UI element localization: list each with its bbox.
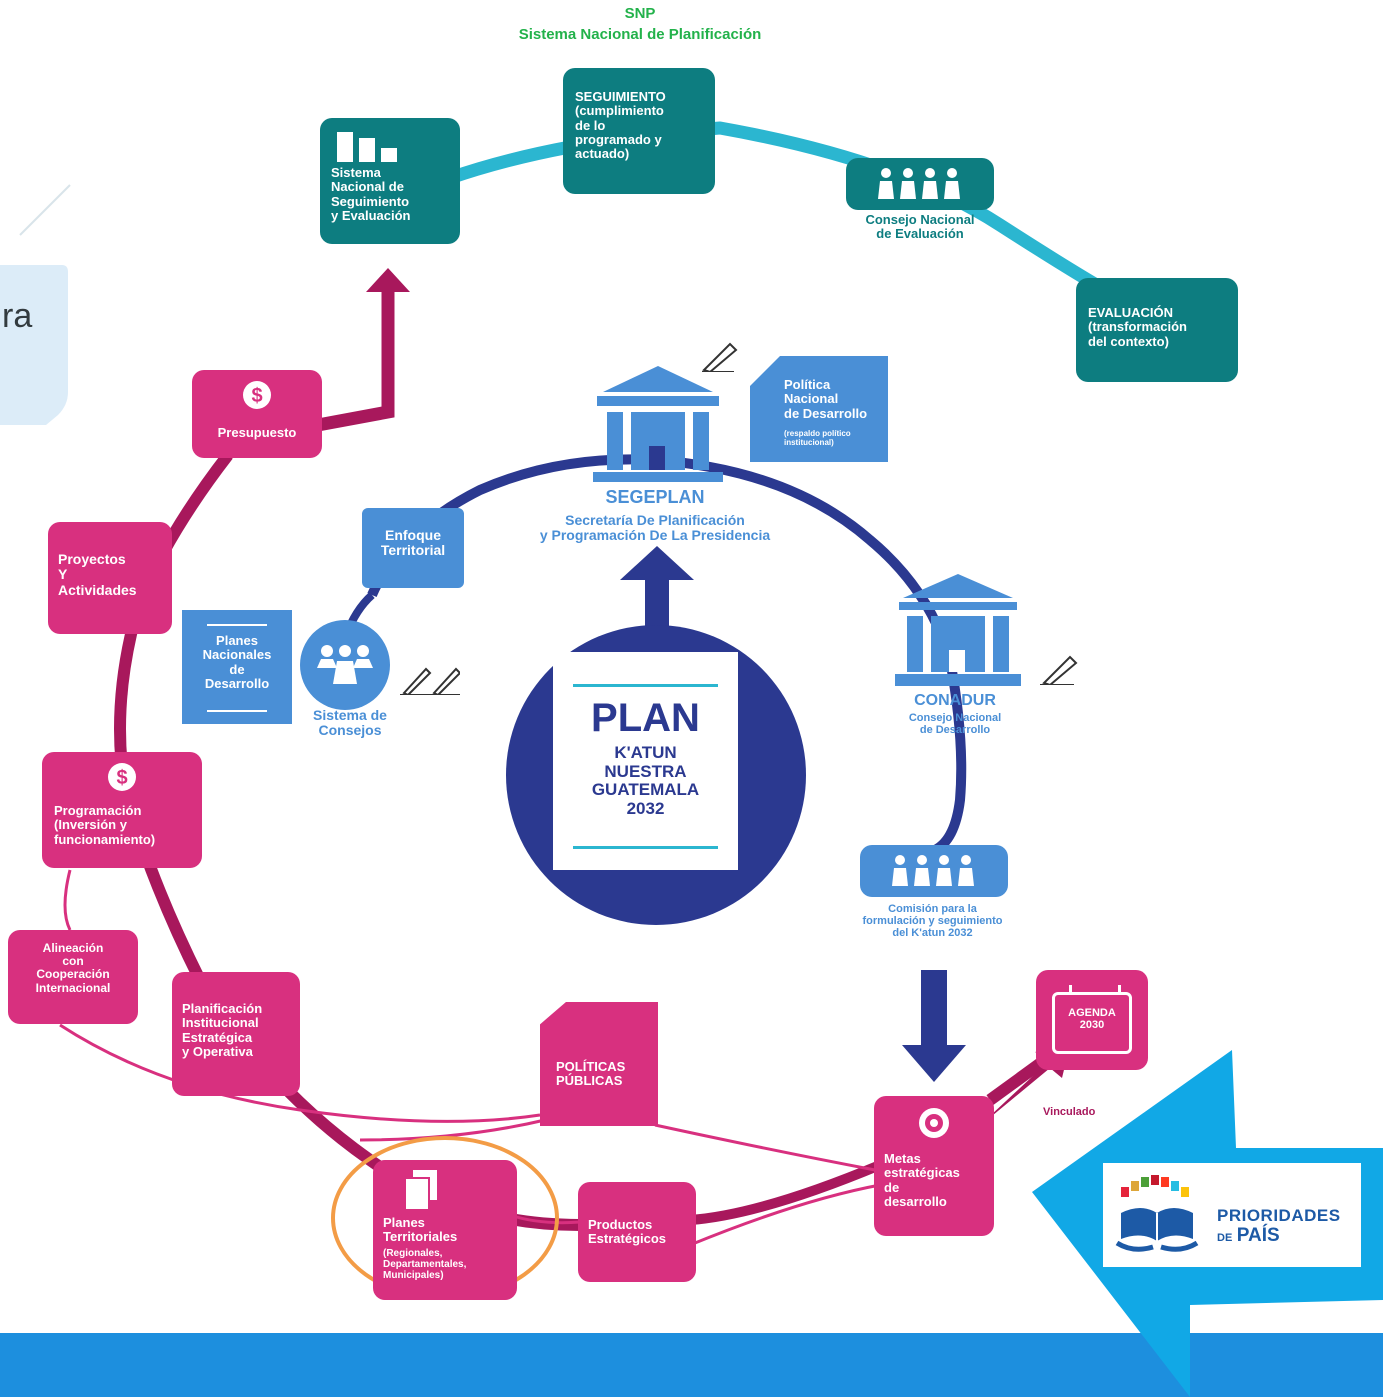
center-arrow-head [620,546,694,580]
down-arrow-shaft [921,970,947,1050]
node-comision [860,845,1008,897]
target-icon [919,1108,949,1138]
snp-title: Sistema Nacional de Planificación [518,26,762,43]
node-politicas: POLÍTICAS PÚBLICAS [540,1002,658,1126]
svg-text:$: $ [251,385,262,407]
pencil-icon [702,342,738,372]
label-planes-territoriales-sub: (Regionales, Departamentales, Municipale… [383,1248,467,1281]
people-icon [878,168,960,199]
goals-link [689,1160,882,1225]
node-programacion: $ Programación (Inversión y funcionamien… [42,752,202,868]
label-sistema-consejos: Sistema de Consejos [313,707,387,739]
label-conadur: CONADUR [914,692,996,709]
faint-diagonal-line [19,184,71,236]
arrow-up-head [366,268,410,292]
document-icon [750,356,780,386]
institutional-ring [367,454,967,855]
plan-bottom-rule [573,846,718,849]
thin-link-2 [59,1023,541,1123]
snp-acronym: SNP [624,5,656,22]
label-productos: Productos Estratégicos [588,1217,667,1247]
label-presupuesto: Presupuesto [217,425,297,440]
label-katun: K'ATUN NUESTRA GUATEMALA 2032 [591,743,700,819]
logo-line2-main: PAÍS [1236,1225,1280,1246]
node-sistema-consejos [300,620,390,710]
node-evaluacion: EVALUACIÓN (transformación del contexto) [1076,278,1238,382]
left-panel [0,265,68,425]
calendar-rings [1069,985,1121,993]
label-plan: PLAN [591,696,700,740]
label-segeplan: SEGEPLAN [605,487,705,507]
book-logo-icon [1115,1175,1199,1252]
label-comision: Comisión para la formulación y seguimien… [862,903,1003,940]
node-consejo-evaluacion [846,158,994,210]
planes-top-rule [207,624,267,626]
label-politica: Política Nacional de Desarrollo [784,377,868,421]
plan-document: PLAN K'ATUN NUESTRA GUATEMALA 2032 [553,652,738,870]
thin-link-1 [63,869,72,931]
label-planes-nacionales: Planes Nacionales de Desarrollo [202,633,272,691]
node-alineacion: Alineación con Cooperación Internacional [8,930,138,1024]
node-politica: Política Nacional de Desarrollo (respald… [750,356,888,462]
building-icon [895,574,1021,686]
label-agenda: AGENDA 2030 [1068,1007,1116,1032]
evaluation-arc [443,121,1112,297]
node-planificacion: Planificación Institucional Estratégica … [172,972,300,1096]
node-enfoque: Enfoque Territorial [362,508,464,588]
node-planes-nacionales: Planes Nacionales de Desarrollo [182,610,292,724]
logo-line1: PRIORIDADES [1217,1206,1341,1225]
label-seguimiento: SEGUIMIENTO (cumplimiento de lo programa… [575,89,666,162]
bar-chart-icon [337,132,397,162]
svg-text:$: $ [116,767,127,789]
node-proyectos: Proyectos Y Actividades [48,522,172,634]
label-vinculado: Vinculado [1043,1106,1096,1118]
logo-line2: DE PAÍS [1217,1225,1280,1247]
thin-link-6 [689,1183,881,1247]
people-icon [317,645,373,684]
label-politica-sub: (respaldo político institucional) [784,429,851,447]
down-arrow-head [902,1045,966,1082]
node-planes-territoriales: Planes Territoriales (Regionales, Depart… [373,1160,517,1300]
node-presupuesto: $ Presupuesto [192,370,322,458]
agenda-link [986,1055,1049,1105]
label-metas: Metas estratégicas de desarrollo [884,1151,960,1209]
building-icon [593,366,723,482]
label-politicas: POLÍTICAS PÚBLICAS [556,1059,626,1089]
left-fragment-text: ra [2,297,33,335]
label-programacion: Programación (Inversión y funcionamiento… [54,803,156,847]
node-sistema-seguimiento: Sistema Nacional de Seguimiento y Evalua… [320,118,460,244]
pencil-icon [400,667,460,695]
label-planificacion: Planificación Institucional Estratégica … [182,1001,263,1059]
dollar-icon: $ [243,381,271,409]
label-proyectos: Proyectos Y Actividades [58,551,137,598]
calendar-icon: AGENDA 2030 [1052,985,1132,1054]
dollar-icon: $ [108,763,136,791]
label-planes-territoriales: Planes Territoriales [383,1215,458,1245]
node-agenda: AGENDA 2030 [1036,970,1148,1070]
thin-link-5 [654,1123,876,1172]
people-icon [892,855,974,886]
label-sistema-seguimiento: Sistema Nacional de Seguimiento y Evalua… [331,165,411,223]
node-productos: Productos Estratégicos [578,1182,696,1282]
label-conadur-sub: Consejo Nacional de Desarrollo [908,712,1002,737]
thin-link-3 [359,1118,546,1142]
logo-line2-pre: DE [1217,1232,1233,1244]
node-metas: Metas estratégicas de desarrollo [874,1096,994,1236]
label-enfoque: Enfoque Territorial [380,527,446,559]
node-seguimiento: SEGUIMIENTO (cumplimiento de lo programa… [563,68,715,194]
prioridades-logo: PRIORIDADES DE PAÍS [1103,1163,1361,1267]
label-evaluacion: EVALUACIÓN (transformación del contexto) [1088,305,1187,349]
planes-bottom-rule [207,710,267,712]
label-segeplan-sub: Secretaría De Planificación y Programaci… [539,512,771,544]
planning-arc [316,280,395,432]
plan-top-rule [573,684,718,687]
label-consejo-evaluacion: Consejo Nacional de Evaluación [865,212,975,242]
pages-icon [404,1170,437,1210]
pencil-icon [1040,655,1078,685]
label-alineacion: Alineación con Cooperación Internacional [35,941,111,995]
